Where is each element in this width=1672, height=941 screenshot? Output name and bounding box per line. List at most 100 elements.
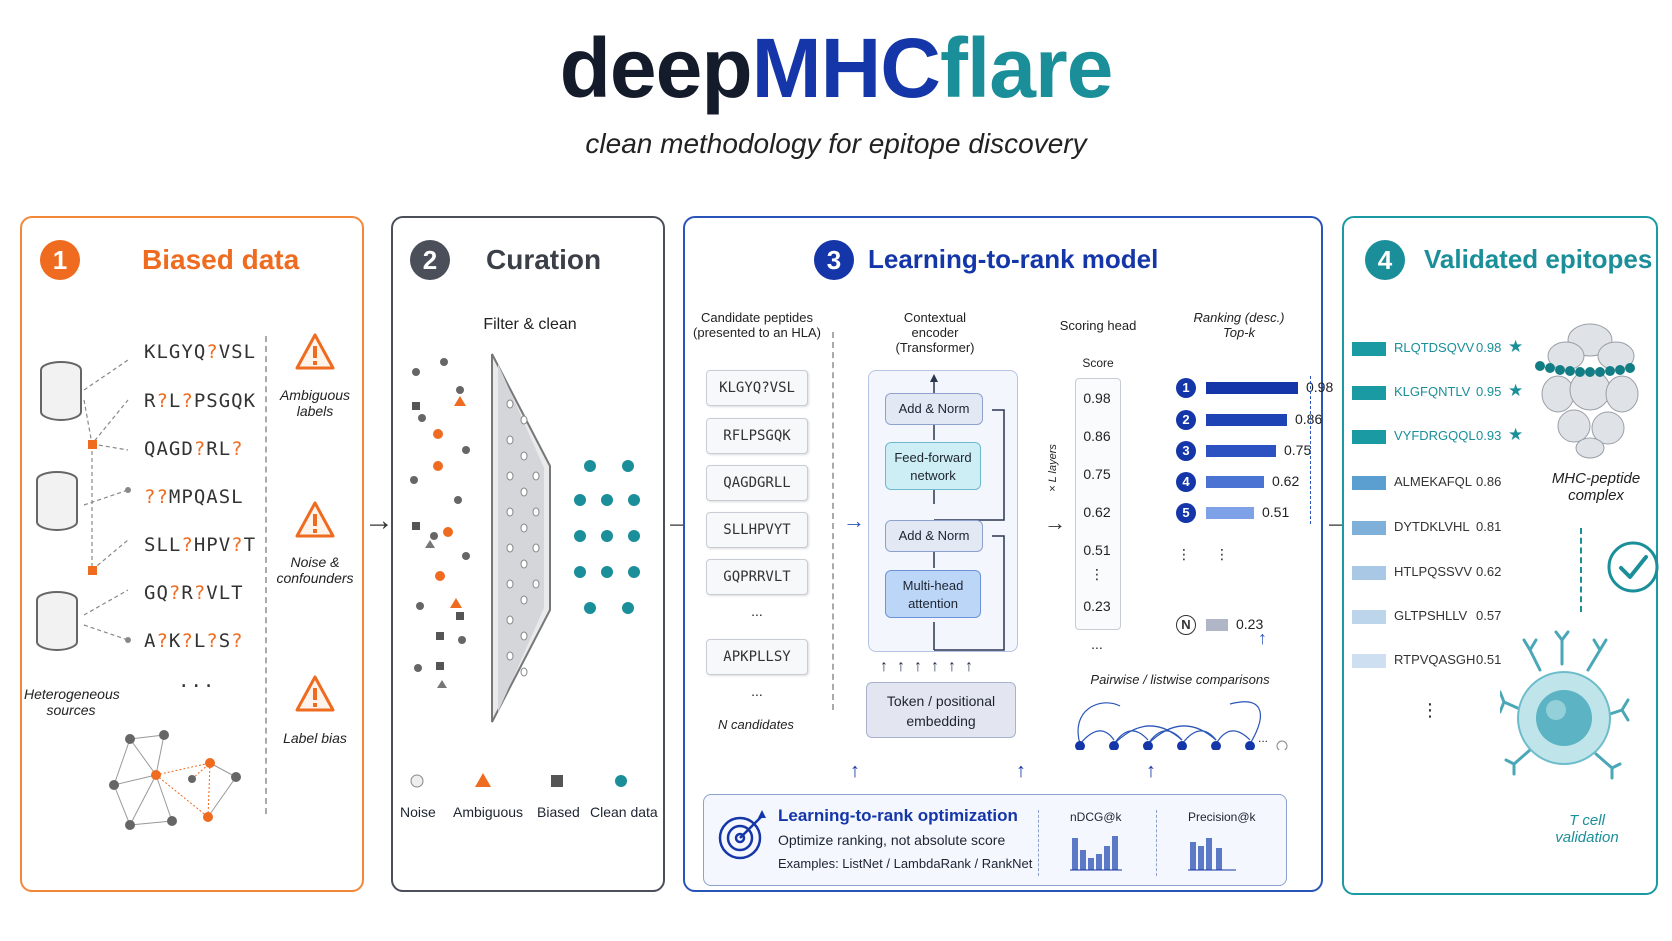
legend-noise: Noise (400, 804, 436, 820)
rank-ellipsis: ⋮ (1177, 546, 1191, 562)
t-cell-illustration (1500, 630, 1630, 780)
candidates-ellipsis: ... (751, 603, 763, 619)
score-value: 0.86 (1083, 428, 1111, 444)
score-value: 0.62 (1083, 504, 1111, 520)
sequence-item: GQ?R?VLT (144, 582, 244, 604)
rank-value: 0.51 (1262, 504, 1290, 520)
epitope-bar (1352, 342, 1386, 356)
subtitle: clean methodology for epitope discovery (585, 128, 1087, 159)
filter-label: Filter & clean (483, 316, 577, 333)
sequence-item: QAGD?RL? (144, 438, 244, 460)
sequence-item: KLGYQ?VSL (144, 341, 257, 363)
precision-bars-icon (1188, 838, 1236, 871)
add-norm-block: Add & Norm (885, 520, 983, 552)
score-ellipsis: ... (1091, 636, 1103, 652)
warning-label-bias: Label bias (283, 730, 347, 746)
epitope-sequence: RLQTDSQVV (1394, 340, 1475, 355)
epitope-ellipsis: ⋮ (1421, 700, 1439, 720)
epitope-bar (1352, 566, 1386, 580)
target-icon (718, 810, 766, 860)
token-arrows-icon: ↑↑↑↑↑↑ (880, 658, 982, 675)
sequence-item: A?K?L?S? (144, 630, 244, 652)
epitope-sequence: VYFDRGQQL (1394, 428, 1476, 443)
candidates-ellipsis: ... (751, 683, 763, 699)
score-ellipsis: ⋮ (1090, 566, 1104, 582)
rank-value: 0.98 (1306, 379, 1334, 395)
add-norm-block: Add & Norm (885, 393, 983, 425)
candidate-peptide: KLGYQ?VSL (706, 370, 808, 406)
epitope-score: 0.81 (1476, 519, 1502, 534)
rank-badge: 3 (1176, 441, 1196, 461)
ndcg-bars-icon (1070, 836, 1122, 871)
tcell-label: T cell validation (1555, 812, 1619, 846)
star-icon: ★ (1508, 337, 1524, 356)
warning-icon (295, 333, 335, 370)
epitope-sequence: DYTDKLVHL (1394, 519, 1470, 534)
flow-arrow-icon: → (364, 504, 394, 537)
rank-ellipsis: ⋮ (1215, 546, 1229, 562)
rank-value: 0.62 (1272, 473, 1300, 489)
score-value: 0.75 (1083, 466, 1111, 482)
epitope-sequence: KLGFQNTLV (1394, 384, 1471, 399)
sequence-item: ??MPQASL (144, 486, 244, 508)
legend-biased: Biased (537, 804, 580, 820)
legend-ambiguous-icon (475, 773, 491, 787)
epitope-score: 0.62 (1476, 564, 1502, 579)
rank-badge: 2 (1176, 410, 1196, 430)
topk-bracket (1304, 376, 1311, 524)
step-badge-3: 3 (814, 240, 854, 280)
arrow-up-icon: ↑ (1146, 760, 1156, 782)
title-part-flare: flare (939, 21, 1113, 115)
arrow-up-icon: ↑ (850, 760, 860, 782)
epitope-score: 0.86 (1476, 474, 1502, 489)
rank-badge: 5 (1176, 503, 1196, 523)
step-badge-4: 4 (1365, 240, 1405, 280)
rank-bar (1206, 507, 1254, 519)
sequence-item: R?L?PSGQK (144, 390, 257, 412)
epitope-bar (1352, 476, 1386, 490)
candidate-peptide: GQPRRVLT (706, 559, 808, 595)
validation-connector (1580, 528, 1582, 612)
multi-head-attention-block: Multi-head attention (885, 570, 981, 618)
candidate-peptide: APKPLLSY (706, 639, 808, 675)
score-value: 0.23 (1083, 598, 1111, 614)
arrow-up-icon: ↑ (1258, 628, 1267, 648)
epitope-bar (1352, 430, 1386, 444)
rank-badge: 1 (1176, 378, 1196, 398)
score-value: 0.51 (1083, 542, 1111, 558)
legend-clean-icon (615, 775, 627, 787)
rank-value: 0.75 (1284, 442, 1312, 458)
title-part-deep: deep (559, 21, 753, 115)
candidates-header: Candidate peptides (presented to an HLA) (693, 310, 821, 340)
epitope-bar (1352, 610, 1386, 624)
legend-ambiguous: Ambiguous (453, 804, 524, 820)
warning-icon (295, 501, 335, 538)
encoder-header: Contextual encoder (Transformer) (895, 310, 975, 355)
score-value: 0.98 (1083, 390, 1111, 406)
star-icon: ★ (1508, 425, 1524, 444)
sequence-item: SLL?HPV?T (144, 534, 257, 556)
rank-bar (1206, 414, 1287, 426)
candidate-peptide: SLLHPVYT (706, 512, 808, 548)
arrow-right-icon: → (1044, 510, 1066, 535)
optimization-title: Learning-to-rank optimization (778, 806, 1018, 825)
epitope-sequence: RTPVQASGH (1394, 652, 1476, 667)
optimization-line2: Examples: ListNet / LambdaRank / RankNet (778, 856, 1033, 871)
candidate-peptide: QAGDGRLL (706, 465, 808, 501)
sequence-ellipsis: ... (178, 670, 216, 692)
epitope-score: 0.95 (1476, 384, 1502, 399)
panel2-heading: Curation (486, 244, 602, 275)
divider (265, 336, 267, 814)
divider (1156, 810, 1157, 876)
arrow-up-icon: ↑ (1016, 760, 1026, 782)
arrow-right-icon: → (843, 508, 865, 533)
panel1-heading: Biased data (142, 244, 300, 275)
panel4-heading: Validated epitopes (1424, 244, 1653, 274)
rank-value: 0.86 (1295, 411, 1323, 427)
pairwise-label: Pairwise / listwise comparisons (1090, 672, 1270, 687)
warning-label-ambiguous: Ambiguous labels (279, 387, 351, 419)
check-icon (1607, 541, 1659, 593)
legend-noise-icon (410, 774, 424, 788)
rank-bar (1206, 382, 1298, 394)
rank-bar (1206, 619, 1228, 631)
